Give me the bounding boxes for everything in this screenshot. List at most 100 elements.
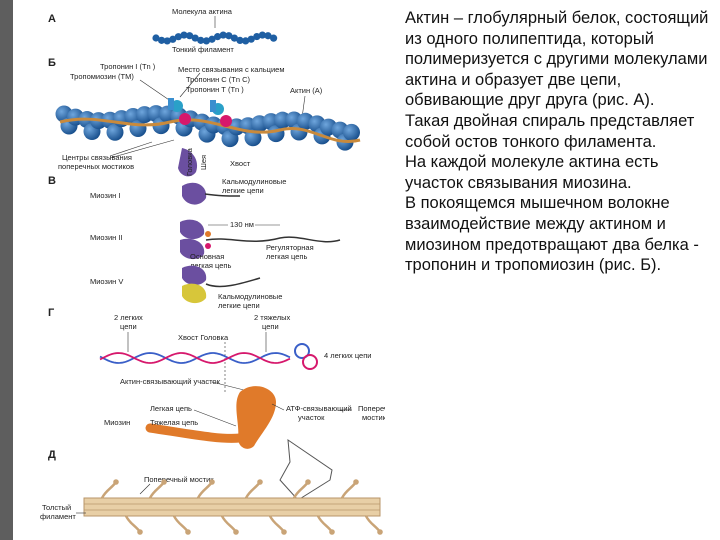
cross-bridge-head [281,529,287,535]
myosin-2-head-loop-2 [302,354,318,370]
cross-bridge [196,481,214,499]
label-thick-2: филамент [40,512,76,521]
heavy-chain-helix-2 [99,352,291,364]
actin-monomer [242,37,250,45]
label-myosin-2: Миозин II [90,233,123,242]
troponin-complex-2 [210,100,232,127]
actin-monomer [264,32,272,40]
label-calmodulin-5a: Кальмодулиновые [218,292,282,301]
actin-monomer [158,36,166,44]
section-label-c: В [48,175,56,187]
section-label-a: А [48,13,56,25]
myosin-5-head-a [182,265,207,286]
cross-bridge-head [329,529,335,535]
actin-monomer [258,31,266,39]
myosin-orange-head [236,386,276,449]
cross-bridge [364,515,382,533]
cross-bridge-head [185,529,191,535]
cross-bridge-head [209,479,215,485]
description-para-3: На каждой молекуле актина есть участок с… [405,153,659,192]
slide-description: Актин – глобулярный белок, состоящий из … [405,8,710,276]
actin-filament-small [152,31,278,45]
label-head: Головка [185,147,194,176]
actin-monomer [197,36,205,44]
label-thin-filament: Тонкий филамент [172,45,234,54]
thick-filament-crossbridges [100,479,383,535]
actin-monomer [225,32,233,40]
label-crossbridge-2: мостик [362,413,385,422]
heavy-chain-helix-1 [99,352,291,364]
label-calmodulin-1b: легкие цепи [222,186,264,195]
label-regulatory-2: легкая цепь [266,252,307,261]
cross-bridge [100,481,118,499]
label-myosin-1: Миозин I [90,191,120,200]
actin-monomer [253,32,261,41]
label-actin-a: Актин (А) [290,86,323,95]
thin-filament-large [55,105,360,151]
label-calmodulin-1a: Кальмодулиновые [222,177,286,186]
cross-bridge [340,481,358,499]
label-myosin: Миозин [104,418,130,427]
actin-monomer [180,31,188,39]
actin-monomer [208,35,216,43]
actin-monomer [214,33,222,41]
cross-bridge-head [113,479,119,485]
label-tropomyosin: Тропомиозин (ТМ) [70,72,134,81]
label-two-light-b: цепи [120,322,137,331]
actin-monomer [343,123,360,141]
actin-monomer [186,32,194,40]
zoom-outline [279,438,333,501]
description-para-1: Актин – глобулярный белок, состоящий из … [405,9,709,110]
section-label-e: Д [48,449,56,461]
myosin-2-tail [205,236,341,243]
description-para-2: Такая двойная спираль представляет собой… [405,111,695,151]
myosin-head-b [178,148,198,177]
tropomyosin-strand [59,117,361,143]
actin-monomer [152,34,160,42]
slide-sidebar-bar [0,0,13,540]
label-atp-2: участок [298,413,325,422]
label-crossbridge-1: Поперечный [358,404,385,413]
label-myosin-5: Миозин V [90,277,123,286]
actin-monomer [236,36,244,45]
label-regulatory-1: Регуляторная [266,243,314,252]
label-atp-1: АТФ-связывающий [286,404,352,413]
cross-bridge-head [377,529,383,535]
actin-monomer [106,123,124,141]
cross-bridge [316,515,334,533]
cross-bridge-head [257,479,263,485]
myosin-2-head-a [180,219,205,240]
actin-monomer [163,37,171,45]
label-troponin-i: Тропонин I (Тn ) [100,62,156,71]
section-label-d: Г [48,307,55,319]
label-crossbridge-centers-2: поперечных мостиков [58,162,134,171]
actin-monomer [169,35,177,43]
label-actin-binding: Актин-связывающий участок [120,377,221,386]
cross-bridge-head [305,479,311,485]
cross-bridge-head [353,479,359,485]
label-two-heavy-a: 2 тяжелых [254,313,290,322]
actin-monomer [247,35,255,43]
cross-bridge [220,515,238,533]
myosin-orange-neck [145,423,245,443]
myosin-1-head [182,182,207,205]
actin-monomer [202,37,210,45]
label-tail: Хвост [230,159,251,168]
label-calmodulin-5b: легкие цепи [218,301,260,310]
myosin-2-head-b [180,238,205,260]
label-tail-head: Хвост Головка [178,333,229,342]
troponin-complex-1 [168,98,191,125]
label-actin-molecule: Молекула актина [172,7,233,16]
actin-monomer [191,34,199,42]
label-two-light-a: 2 легких [114,313,143,322]
actin-monomer [174,33,182,41]
label-four-light: 4 легких цепи [324,351,371,360]
description-para-4: В покоящемся мышечном волокне взаимодейс… [405,194,699,275]
actin-monomer [270,34,278,42]
cross-bridge [244,481,262,499]
actin-monomer [230,34,238,42]
myosin-5-head-b [182,283,207,304]
cross-bridge [172,515,190,533]
label-light-chain: Легкая цепь [150,404,192,413]
label-thick-1: Толстый [42,503,71,512]
